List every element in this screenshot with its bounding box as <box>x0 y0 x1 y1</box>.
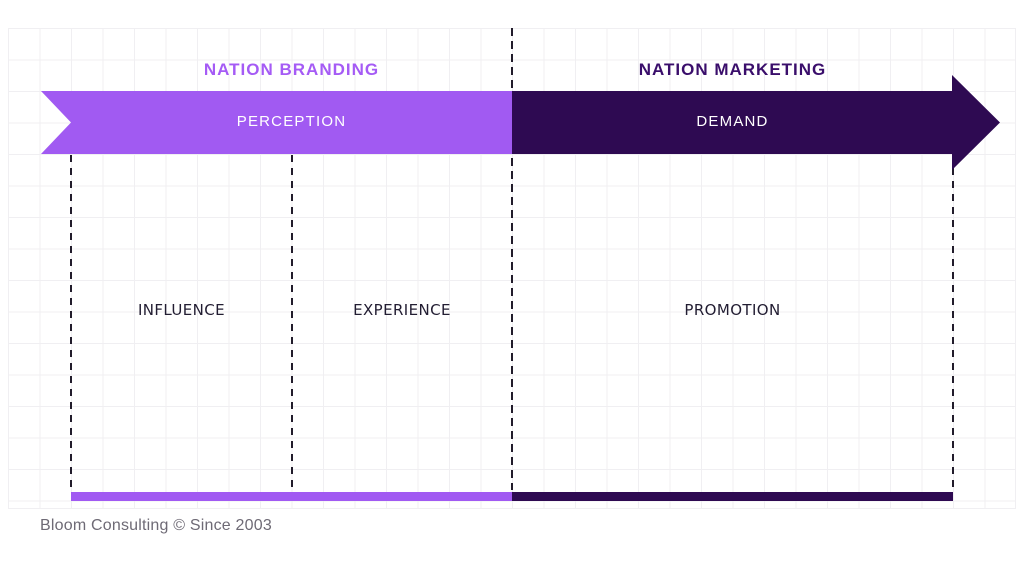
perception-band-label: PERCEPTION <box>236 113 347 130</box>
promotion-section-label: PROMOTION <box>684 301 781 319</box>
promotion-right-dashed-divider <box>952 155 954 490</box>
experience-section-label: EXPERIENCE <box>353 301 451 319</box>
demand-band-label: DEMAND <box>696 113 769 130</box>
perception-band-shape <box>41 91 512 154</box>
influence-experience-dashed-divider <box>291 155 293 490</box>
timeline-arrow <box>41 75 1000 170</box>
nation-marketing-title: NATION MARKETING <box>638 60 827 79</box>
demand-bottom-bar <box>512 492 953 501</box>
perception-bottom-bar <box>71 492 512 501</box>
nation-branding-title: NATION BRANDING <box>203 60 380 79</box>
demand-band-arrowhead-shape <box>512 75 1000 170</box>
influence-left-dashed-divider <box>70 155 72 490</box>
center-dashed-divider <box>511 28 513 490</box>
footer-credit: Bloom Consulting © Since 2003 <box>40 517 272 534</box>
influence-section-label: INFLUENCE <box>137 301 226 319</box>
